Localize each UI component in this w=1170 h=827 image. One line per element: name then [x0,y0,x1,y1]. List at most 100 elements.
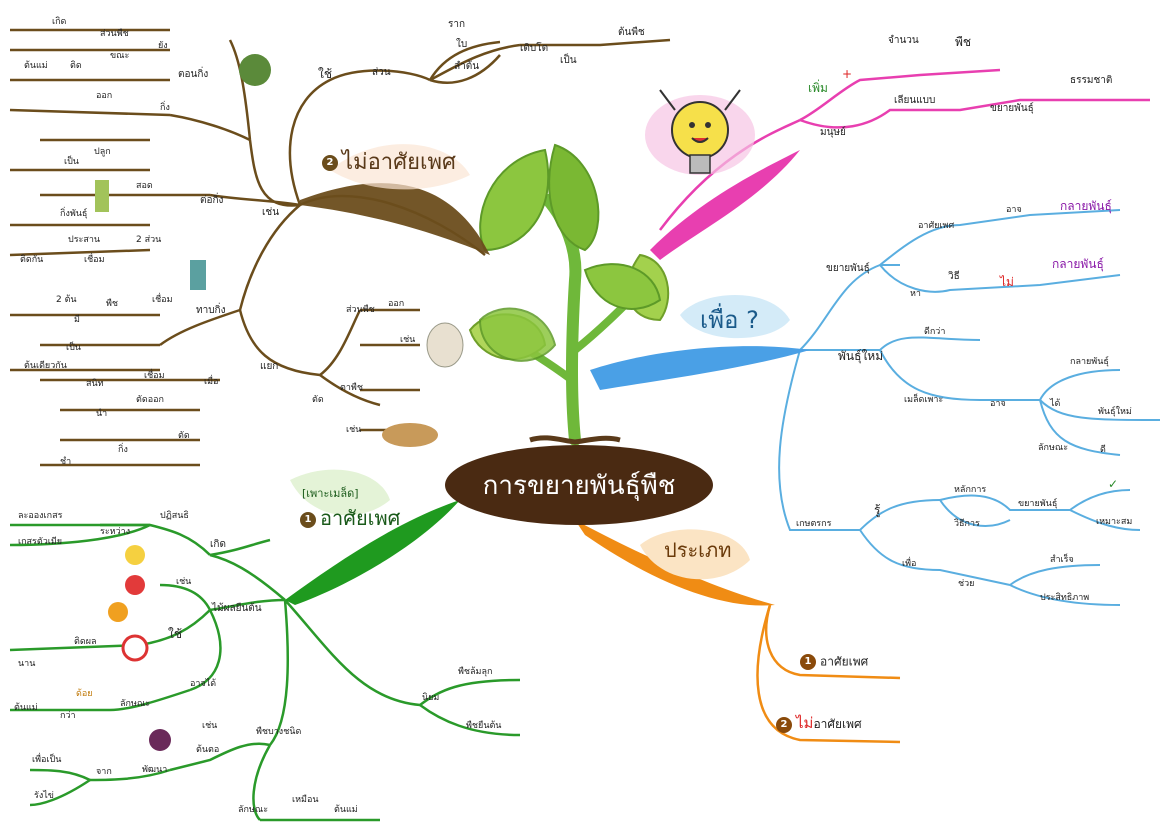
lightbulb-illustration [659,89,741,174]
label-sexual-trait2: ลักษณะ [238,805,269,815]
label-cutting-plant: ปลูก [94,147,111,157]
label-cutting-become: เป็น [64,157,79,167]
label-plant-count: พืช [955,35,972,49]
label-grafting-stick: ติดกัน [20,255,44,265]
label-same: เหมือน [292,795,319,805]
label-cutting-attached: ติด [70,61,82,71]
label-sexual-trait: ลักษณะ [120,699,151,709]
label-purpose-not: ไม่ [1000,275,1014,289]
label-seed-plant: เมล็ดเพาะ [904,395,944,405]
label-cutting-on: ขณะ [110,51,130,61]
label-wild: พืชบางชนิด [256,727,302,737]
label-cutting-out: ออก [96,91,113,101]
label-approach-when: เมื่อ [204,377,219,387]
label-method: วิธีการ [954,519,980,529]
label-help: ช่วย [958,579,975,589]
label-efficient: ประสิทธิภาพ [1040,593,1090,603]
label-approach-bonded: สนิท [86,379,104,389]
branch-type-title: ประเภท [664,538,732,562]
branch-sexual-number: 1 [300,511,316,528]
label-nv-mutate: กลายพันธุ์ [1070,357,1109,367]
label-popular: นิยม [422,693,440,703]
label-approach-two-plants: 2 ต้น [56,295,77,305]
branch-human-band [650,150,800,260]
branch-sexual-lines [9,523,521,822]
label-nv-trait: ลักษณะ [1038,443,1069,453]
label-success: สำเร็จ [1050,555,1074,565]
branch-nonsexual-band [300,183,490,255]
label-suitable: เหมาะสม [1096,517,1133,527]
label-principle: หลักการ [954,485,987,495]
label-purpose-breed: ขยายพันธุ์ [826,263,870,274]
label-sexual-parent2: ต้นแม่ [334,805,358,815]
label-root: ราก [448,19,466,30]
label-cutting-born: เกิด [52,17,67,27]
label-human-breed: ขยายพันธุ์ [990,103,1034,114]
label-veg: พืชล้มลุก [458,667,493,677]
label-approach-bring: นำ [96,409,108,419]
label-grow: เติบโต [520,43,549,54]
label-grafting-connect: เชื่อม [84,255,105,265]
label-cutting-branch: กิ่ง [160,103,170,113]
label-cutting-still: ยัง [158,41,168,51]
label-approach-connect: เชื่อม [152,295,173,305]
label-purpose-method: วิธี [948,271,960,282]
label-separate-cut: ตัด [312,395,324,405]
label-nv-get: ได้ [1050,399,1061,409]
label-part: ส่วน [372,67,391,78]
label-pollination: ปฏิสนธิ [160,511,189,521]
label-plus: + [842,67,853,81]
check-icon: ✓ [1108,477,1119,491]
label-seed: เพื่อเป็น [32,755,62,765]
label-pollen: ละอองเกสร [18,511,63,521]
label-grafting-join: ประสาน [68,235,101,245]
label-perennial: พืชยืนต้น [466,721,502,731]
label-approach-have: มี [74,315,80,325]
label-human: มนุษย์ [820,127,846,138]
label-between: ระหว่าง [100,527,131,537]
label-long: นาน [18,659,36,669]
label-separate: แยก [260,361,279,372]
label-leaf: ใบ [456,39,468,50]
label-grafting-insert: สอด [136,181,153,191]
label-better: ดีกว่า [924,327,946,337]
label-purpose-find: หา [910,289,921,299]
label-increase: เพิ่ม [808,81,828,95]
label-approach-become: เป็น [66,343,81,353]
branch-type-lines [756,604,901,744]
label-than: กว่า [60,711,76,721]
branch-nonsexual-lines [9,28,671,467]
label-farmer-breed: ขยายพันธุ์ [1018,499,1058,509]
type-item-1-label: อาศัยเพศ [820,654,869,669]
label-develop: พัฒนา [142,765,168,775]
label-approach-plant: พืช [106,299,119,309]
label-nature: ธรรมชาติ [1070,75,1113,86]
label-for: เพื่อ [902,559,917,569]
label-approach-bring2: ชำ [60,457,72,467]
label-purpose-may: อาจ [1006,205,1022,215]
branch-purpose-band [590,346,810,390]
label-cutting-parent: ต้นแม่ [24,61,48,71]
label-inferior: ด้อย [76,689,93,699]
label-new-variety: พันธุ์ใหม่ [838,349,884,363]
label-approach-cut-off: ตัดออก [136,395,164,405]
label-separate-example: เช่น [400,335,416,345]
label-amount: จำนวน [888,35,919,46]
branch-sexual-band [285,500,460,605]
label-nv-good: ดี [1100,445,1106,455]
branch-nonsexual-number: 2 [322,155,338,171]
label-grafting-two-parts: 2 ส่วน [136,235,162,245]
label-cutting-part: ส่วนพืช [100,29,129,39]
label-imitate: เลียนแบบ [894,95,936,106]
label-grafting: ต่อกิ่ง [200,195,224,206]
type-item-1-number: 1 [800,654,816,670]
type-item-1: 1 อาศัยเพศ [800,654,868,670]
type-item-2-number: 2 [776,716,792,733]
label-separate-plant-part: ตาพืช [340,383,363,393]
label-grafting-scion: กิ่งพันธุ์ [60,209,88,219]
center-title: การขยายพันธุ์พืช [445,445,713,525]
label-sexual-use: ใช้ [168,627,183,641]
